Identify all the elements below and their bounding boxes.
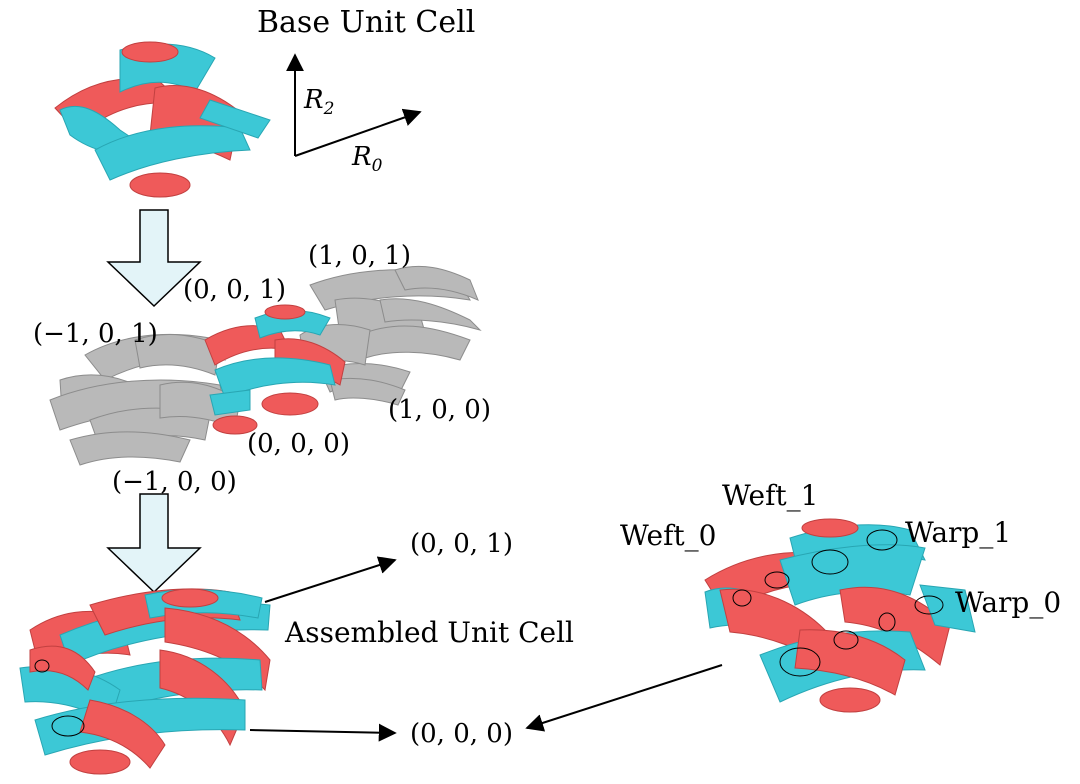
assembled-unit-cell-label: Assembled Unit Cell: [284, 616, 574, 649]
label-lower-target: (0, 0, 0): [410, 719, 513, 749]
axis-system: R2 R0: [286, 53, 422, 176]
section-ellipse: [811, 549, 849, 575]
down-arrow-1: [106, 209, 202, 308]
section-ellipse: [833, 630, 859, 650]
section-ellipse: [34, 659, 50, 673]
arrow-to-upper-target: [264, 556, 397, 603]
assembled-unit-cell: [19, 588, 271, 775]
label-cell-1-0-1: (1, 0, 1): [308, 241, 411, 271]
label-weft-1: Weft_1: [722, 479, 819, 512]
section-ellipse: [878, 612, 896, 632]
label-warp-1: Warp_1: [905, 516, 1011, 549]
label-weft-0: Weft_0: [620, 519, 717, 552]
axis-r0-label: R0: [351, 142, 383, 176]
section-ellipse: [779, 647, 821, 677]
axis-r2-label: R2: [303, 85, 334, 119]
base-unit-cell: [54, 41, 271, 198]
arrow-labeled-cell-to-origin: [525, 664, 723, 732]
section-ellipse: [51, 715, 85, 737]
axis-r0-arrow: [294, 108, 422, 157]
down-arrow-2: [106, 493, 202, 594]
page-title: Base Unit Cell: [257, 5, 475, 40]
label-upper-target: (0, 0, 1): [410, 529, 513, 559]
section-ellipse: [732, 589, 752, 607]
section-ellipse: [914, 595, 944, 615]
section-ellipse: [764, 571, 790, 589]
label-cell-0-0-1: (0, 0, 1): [183, 275, 286, 305]
label-cell-neg1-0-0: (−1, 0, 0): [112, 467, 237, 497]
neighbor-array: [49, 265, 482, 466]
label-cell-neg1-0-1: (−1, 0, 1): [33, 319, 158, 349]
arrow-to-lower-target: [249, 723, 397, 742]
label-warp-0: Warp_0: [955, 586, 1061, 619]
section-ellipse: [866, 529, 898, 551]
label-cell-0-0-0: (0, 0, 0): [247, 429, 350, 459]
label-cell-1-0-0: (1, 0, 0): [388, 395, 491, 425]
labeled-unit-cell: [704, 518, 976, 713]
